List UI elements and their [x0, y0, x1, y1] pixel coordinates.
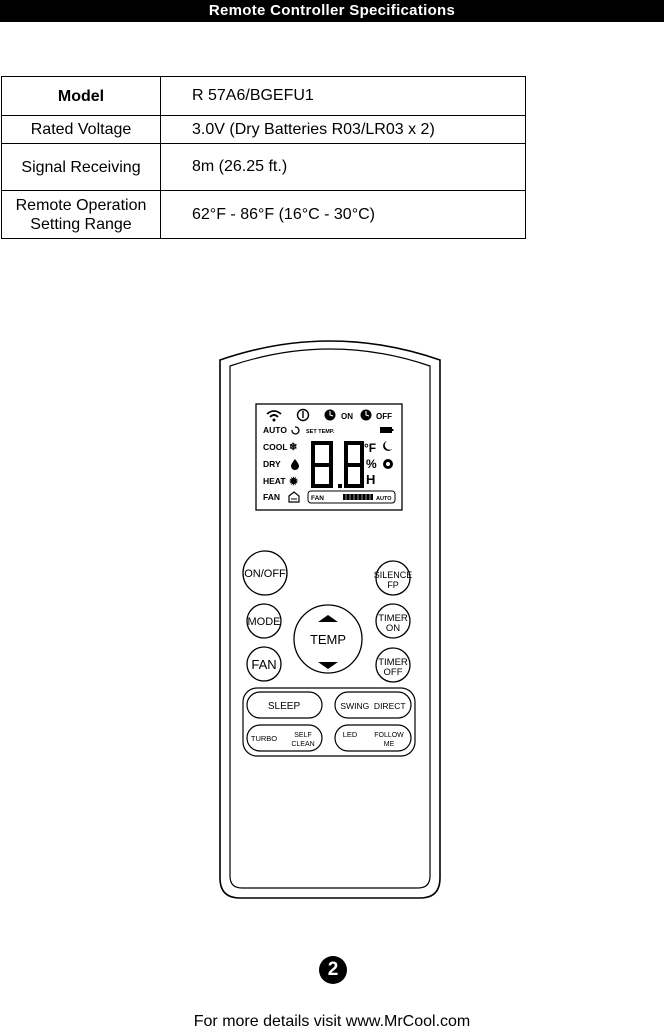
- display-fan-bar-label: FAN: [311, 495, 324, 502]
- power-icon: [296, 408, 310, 422]
- display-dry-label: DRY: [263, 459, 281, 469]
- spec-label-signal: Signal Receiving: [1, 143, 161, 191]
- auto-cycle-icon: [291, 426, 300, 435]
- mode-button-label: MODE: [248, 616, 281, 628]
- page-number: 2: [319, 956, 347, 984]
- self-clean-label1: SELF: [294, 732, 312, 739]
- table-row: Remote Operation Setting Range 62°F - 86…: [1, 190, 526, 239]
- display-auto-label: AUTO: [263, 425, 287, 435]
- spec-label-range-line1: Remote Operation: [15, 196, 147, 214]
- temperature-digits: [311, 441, 364, 488]
- display-set-temp-label: SET TEMP.: [306, 429, 335, 435]
- moon-icon: [383, 441, 392, 451]
- spec-label-voltage: Rated Voltage: [1, 115, 161, 144]
- display-cool-label: COOL: [263, 442, 288, 452]
- display-fan-label: FAN: [263, 492, 280, 502]
- sun-icon: ✹: [288, 476, 299, 488]
- house-icon: [288, 491, 300, 503]
- spec-value-signal: 8m (26.25 ft.): [160, 143, 526, 191]
- timer-off-button-label2: OFF: [384, 667, 403, 678]
- spec-label-range-line2: Setting Range: [30, 215, 132, 233]
- battery-icon: [380, 427, 394, 433]
- droplet-icon: [291, 459, 299, 470]
- turbo-self-clean-button[interactable]: TURBO SELF CLEAN: [246, 724, 323, 752]
- fan-button-label: FAN: [251, 657, 276, 672]
- display-off-label: OFF: [376, 412, 392, 421]
- timer-on-button-label2: ON: [386, 623, 400, 634]
- spec-value-range: 62°F - 86°F (16°C - 30°C): [160, 190, 526, 239]
- fan-button[interactable]: FAN: [246, 646, 282, 682]
- spec-value-voltage: 3.0V (Dry Batteries R03/LR03 x 2): [160, 115, 526, 144]
- temp-button[interactable]: TEMP: [293, 604, 363, 674]
- spec-label-model: Model: [1, 76, 161, 116]
- led-follow-me-button[interactable]: LED FOLLOW ME: [334, 724, 412, 752]
- button-group-frame: [242, 687, 416, 757]
- self-clean-label2: CLEAN: [291, 741, 314, 748]
- temp-down-arrow-icon[interactable]: [318, 662, 338, 669]
- temp-up-arrow-icon[interactable]: [318, 615, 338, 622]
- silence-button-label: SILENCE: [374, 570, 413, 580]
- on-off-button[interactable]: ON/OFF: [242, 550, 288, 596]
- silence-fp-button[interactable]: SILENCE FP: [374, 560, 413, 596]
- sleep-button[interactable]: SLEEP: [246, 691, 323, 719]
- table-row: Signal Receiving 8m (26.25 ft.): [1, 143, 526, 191]
- snowflake-icon: ❄: [289, 442, 297, 453]
- fan-speed-level: [343, 494, 373, 500]
- follow-me-label2: ME: [384, 741, 395, 748]
- fp-button-label: FP: [387, 580, 399, 590]
- specs-table: Model R 57A6/BGEFU1 Rated Voltage 3.0V (…: [1, 76, 526, 239]
- table-row: Rated Voltage 3.0V (Dry Batteries R03/LR…: [1, 115, 526, 144]
- timer-off-button-label1: TIMER: [378, 657, 408, 668]
- display-percent: %: [366, 457, 377, 471]
- timer-on-button-label1: TIMER: [378, 613, 408, 624]
- led-button-label: LED: [343, 730, 358, 739]
- spec-label-range: Remote Operation Setting Range: [1, 190, 161, 239]
- on-off-button-label: ON/OFF: [244, 568, 286, 580]
- timer-off-button[interactable]: TIMER OFF: [375, 647, 411, 683]
- display-heat-label: HEAT: [263, 476, 286, 486]
- lcd-screen: [255, 403, 403, 511]
- display-on-label: ON: [341, 412, 353, 421]
- fan-speed-bar: [307, 490, 396, 504]
- display-h: H: [366, 472, 375, 487]
- sleep-button-label: SLEEP: [268, 701, 301, 712]
- timer-on-button[interactable]: TIMER ON: [375, 603, 411, 639]
- wifi-icon: [266, 410, 282, 422]
- display-fan-bar-auto: AUTO: [376, 496, 392, 502]
- follow-me-label1: FOLLOW: [374, 732, 404, 739]
- page-header: Remote Controller Specifications: [0, 0, 664, 22]
- drop-o-icon: [383, 459, 393, 469]
- footer-text: For more details visit www.MrCool.com: [193, 1013, 471, 1030]
- swing-direct-button[interactable]: SWING DIRECT: [334, 691, 412, 719]
- display-unit-f: °F: [364, 441, 376, 455]
- turbo-button-label: TURBO: [251, 734, 277, 743]
- mode-button[interactable]: MODE: [246, 603, 282, 639]
- swing-direct-button-label: SWING DIRECT: [340, 701, 405, 711]
- temp-button-label: TEMP: [310, 632, 346, 647]
